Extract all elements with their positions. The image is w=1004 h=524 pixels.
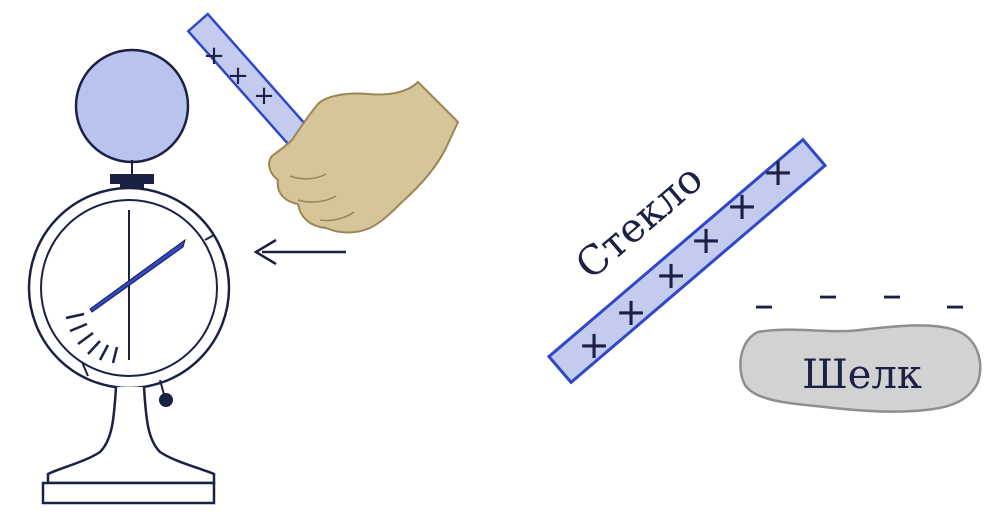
glass-rod-charge-4: + — [690, 218, 722, 262]
glass-rod-charge-1: + — [578, 323, 610, 367]
glass-rod-charge-3: + — [655, 253, 687, 297]
electroscope — [27, 48, 231, 505]
hand-finger-line-1 — [289, 173, 327, 180]
electroscope-stand — [46, 386, 216, 485]
silk-charge-1: – — [754, 282, 774, 328]
electroscope-needle — [89, 238, 186, 313]
knob — [159, 393, 173, 407]
held-rod-charge-3: + — [253, 81, 275, 111]
hand-finger-line-3 — [319, 211, 355, 222]
hand-with-rod: + + + — [186, 12, 460, 234]
silk-charge-4: – — [945, 282, 965, 328]
silk-label: Шелк — [802, 352, 922, 398]
electroscope-connector — [110, 174, 154, 184]
hand-icon — [268, 80, 460, 234]
silk-shape — [739, 324, 982, 413]
held-rod-charge-1: + — [203, 41, 225, 71]
glass-rod-charge-6: + — [762, 150, 794, 194]
glass-rod-charge-2: + — [615, 290, 647, 334]
silk-charge-3: – — [882, 272, 902, 318]
glass-rod-charge-5: + — [726, 184, 758, 228]
hand-finger-line-2 — [297, 195, 337, 203]
rim-tick-right — [204, 234, 215, 241]
silk-charge-2: – — [818, 272, 838, 318]
electroscope-base — [41, 481, 216, 505]
electroscope-ball — [74, 48, 190, 164]
rim-tick-left — [81, 361, 89, 377]
held-rod-charge-2: + — [227, 61, 249, 91]
movement-arrow — [253, 238, 346, 266]
silk-cloth: – – – – Шелк — [739, 272, 982, 413]
electroscope-scale — [65, 312, 119, 364]
